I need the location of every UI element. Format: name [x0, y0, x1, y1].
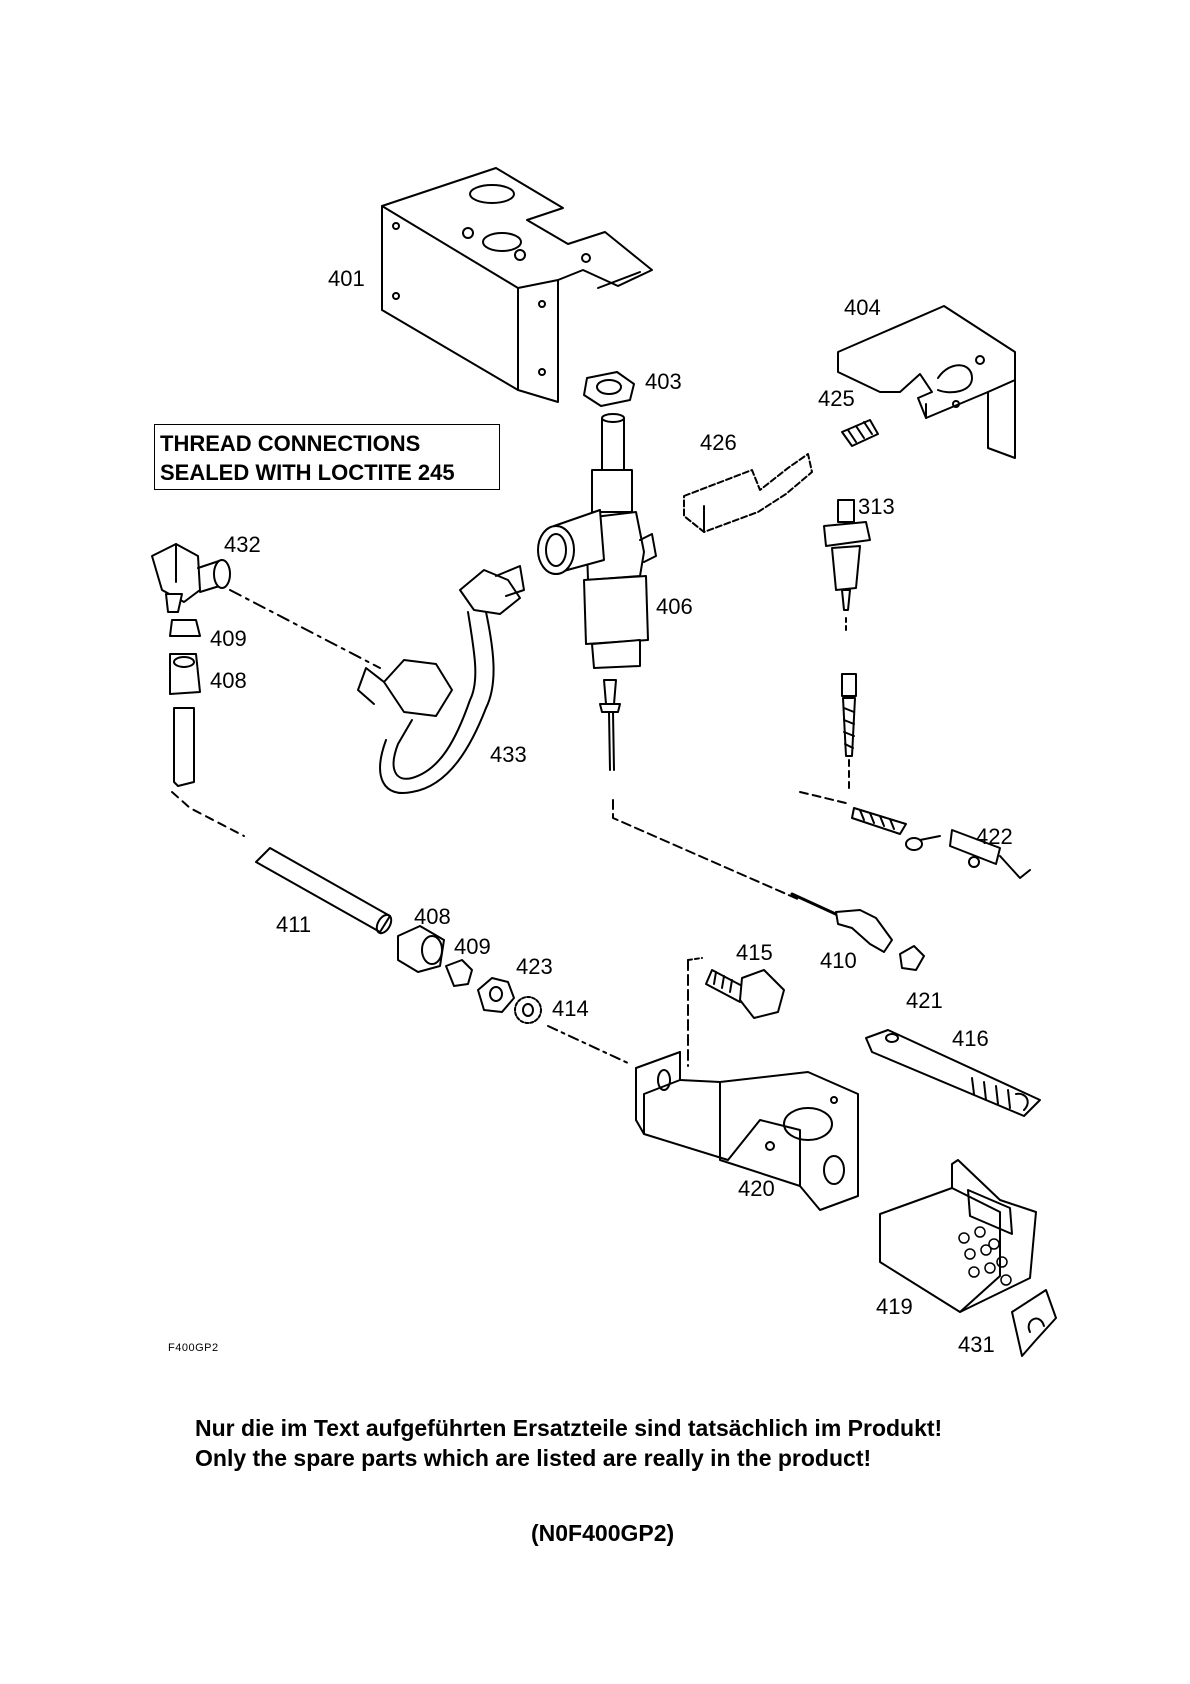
label-406: 406	[656, 594, 693, 619]
label-433: 433	[490, 742, 527, 767]
part-406-pin	[599, 679, 801, 901]
label-422: 422	[976, 824, 1013, 849]
note-line-2: SEALED WITH LOCTITE 245	[160, 460, 455, 485]
part-410-thermocouple	[790, 892, 925, 971]
label-421: 421	[906, 988, 943, 1013]
part-403-nut	[583, 371, 635, 407]
part-422-electrode	[799, 791, 1031, 879]
label-420: 420	[738, 1176, 775, 1201]
label-411: 411	[276, 912, 312, 937]
part-409-408-upper	[169, 619, 245, 837]
part-406-valve	[537, 413, 657, 669]
label-431: 431	[958, 1332, 995, 1357]
label-425: 425	[818, 386, 855, 411]
label-404: 404	[844, 295, 881, 320]
label-423: 423	[516, 954, 553, 979]
part-420-bracket	[635, 1051, 859, 1211]
disclaimer-en: Only the spare parts which are listed ar…	[195, 1445, 872, 1471]
part-404-cover	[837, 305, 1016, 459]
label-409-lower: 409	[454, 934, 491, 959]
note-line-1: THREAD CONNECTIONS	[160, 431, 421, 456]
label-410: 410	[820, 948, 857, 973]
label-432: 432	[224, 532, 261, 557]
label-419: 419	[876, 1294, 913, 1319]
label-416: 416	[952, 1026, 989, 1051]
part-425-insert	[841, 419, 879, 447]
label-313: 313	[858, 494, 895, 519]
part-419-shield	[879, 1159, 1037, 1313]
part-411-tube	[255, 847, 393, 935]
label-409-upper: 409	[210, 626, 247, 651]
part-401-bracket	[381, 167, 653, 403]
diagram-code: (N0F400GP2)	[531, 1520, 675, 1546]
label-414: 414	[552, 996, 589, 1021]
part-415-bolt	[687, 957, 785, 1067]
part-426-connector	[683, 453, 813, 533]
part-433-pipe	[357, 565, 525, 795]
disclaimer-de: Nur die im Text aufgeführten Ersatzteile…	[195, 1415, 943, 1441]
label-426: 426	[700, 430, 737, 455]
figure-code: F400GP2	[168, 1342, 219, 1354]
loctite-note: THREAD CONNECTIONS SEALED WITH LOCTITE 2…	[154, 424, 500, 490]
label-403: 403	[645, 369, 682, 394]
label-408-lower: 408	[414, 904, 451, 929]
part-416-rod	[865, 1029, 1041, 1117]
label-408-upper: 408	[210, 668, 247, 693]
part-313-fitting	[823, 499, 871, 791]
disclaimer: Nur die im Text aufgeführten Ersatzteile…	[195, 1413, 942, 1473]
label-415: 415	[736, 940, 773, 965]
part-431-clip	[1011, 1289, 1057, 1357]
label-401: 401	[328, 266, 365, 291]
part-lower-fittings	[397, 925, 631, 1065]
part-432-elbow	[151, 543, 381, 669]
